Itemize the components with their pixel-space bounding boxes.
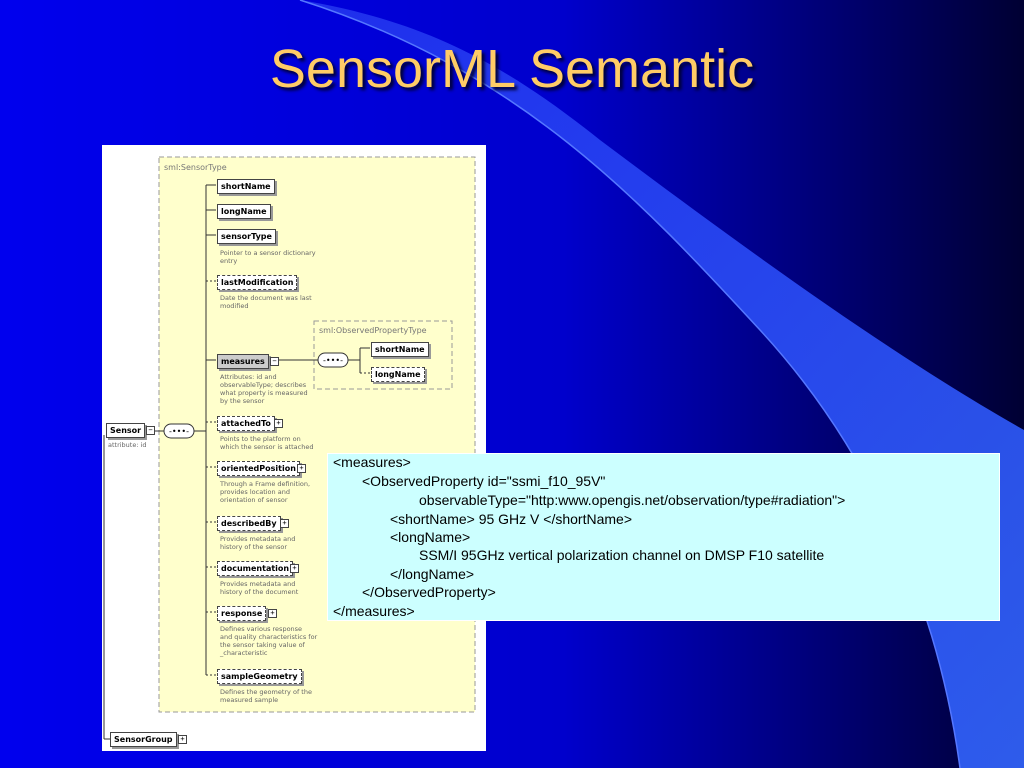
element-desc: Defines the geometry of the measured sam… (220, 688, 312, 704)
desc-line: Attributes: id and (220, 373, 277, 381)
xml-snippet-box: <measures> <ObservedProperty id="ssmi_f1… (327, 453, 1000, 621)
element-orientedposition[interactable]: orientedPosition (217, 461, 300, 476)
xml-line: </ObservedProperty> (362, 584, 496, 600)
element-desc: Date the document was last modified (220, 294, 312, 310)
desc-line: Points to the platform on (220, 435, 301, 443)
element-desc: Defines various response and quality cha… (220, 625, 317, 657)
desc-line: Provides metadata and (220, 580, 296, 588)
desc-line: Pointer to a sensor dictionary (220, 249, 316, 257)
desc-line: which the sensor is attached (220, 443, 314, 451)
element-response[interactable]: response (217, 606, 267, 621)
desc-line: Date the document was last (220, 294, 312, 302)
desc-line: Defines various response (220, 625, 303, 633)
desc-line: Provides metadata and (220, 535, 296, 543)
sensor-group-element[interactable]: SensorGroup (110, 732, 177, 747)
desc-line: orientation of sensor (220, 496, 288, 504)
expand-icon[interactable]: + (268, 609, 277, 618)
desc-line: modified (220, 302, 249, 310)
element-longname[interactable]: longName (217, 204, 271, 219)
observed-longname[interactable]: longName (371, 367, 425, 382)
element-shortname[interactable]: shortName (217, 179, 275, 194)
element-measures[interactable]: measures (217, 354, 269, 369)
sensor-type-label: sml:SensorType (164, 163, 227, 172)
collapse-icon[interactable]: − (270, 357, 279, 366)
desc-line: Defines the geometry of the (220, 688, 312, 696)
element-desc: Through a Frame definition, provides loc… (220, 480, 310, 504)
expand-icon[interactable]: + (297, 464, 306, 473)
desc-line: entry (220, 257, 238, 265)
element-desc: Provides metadata and history of the sen… (220, 535, 295, 551)
desc-line: the sensor taking value of (220, 641, 305, 649)
expand-icon[interactable]: + (290, 564, 299, 573)
element-desc: Points to the platform on which the sens… (220, 435, 313, 451)
element-sensortype[interactable]: sensorType (217, 229, 276, 244)
xml-line: </measures> (333, 603, 415, 619)
expand-icon[interactable]: + (178, 735, 187, 744)
desc-line: history of the sensor (220, 543, 288, 551)
element-samplegeometry[interactable]: sampleGeometry (217, 669, 302, 684)
xml-line: <longName> (390, 529, 471, 545)
element-desc: Attributes: id and observableType; descr… (220, 373, 308, 405)
expand-icon[interactable]: + (274, 419, 283, 428)
desc-line: by the sensor (220, 397, 265, 405)
xml-line: observableType="http:www.opengis.net/obs… (419, 492, 846, 508)
desc-line: history of the document (220, 588, 299, 596)
desc-line: observableType; describes (220, 381, 307, 389)
xml-line: <measures> (333, 454, 411, 470)
sensor-root-element[interactable]: Sensor (106, 423, 146, 438)
observed-type-label: sml:ObservedPropertyType (319, 326, 427, 335)
desc-line: Through a Frame definition, (220, 480, 311, 488)
svg-text:-•••-: -•••- (169, 427, 189, 436)
sensor-attribute-label: attribute: id (108, 441, 147, 449)
desc-line: provides location and (220, 488, 290, 496)
element-desc: Pointer to a sensor dictionary entry (220, 249, 316, 265)
desc-line: measured sample (220, 696, 279, 704)
expand-icon[interactable]: + (280, 519, 289, 528)
xml-line: <shortName> 95 GHz V </shortName> (390, 511, 632, 527)
xml-line: <ObservedProperty id="ssmi_f10_95V" (362, 473, 606, 489)
element-attachedto[interactable]: attachedTo (217, 416, 275, 431)
desc-line: _characteristic (220, 649, 268, 657)
schema-diagram: -•••- -•••- sml:SensorType Sensor − attr… (102, 145, 486, 751)
desc-line: what property is measured (220, 389, 308, 397)
element-desc: Provides metadata and history of the doc… (220, 580, 298, 596)
svg-text:-•••-: -•••- (323, 356, 343, 365)
element-lastmodification[interactable]: lastModification (217, 275, 298, 290)
xml-line: </longName> (390, 566, 475, 582)
element-documentation[interactable]: documentation (217, 561, 294, 576)
desc-line: and quality characteristics for (220, 633, 318, 641)
observed-shortname[interactable]: shortName (371, 342, 429, 357)
slide-title: SensorML Semantic (269, 39, 755, 99)
collapse-icon[interactable]: − (146, 426, 155, 435)
element-describedby[interactable]: describedBy (217, 516, 281, 531)
xml-line: SSM/I 95GHz vertical polarization channe… (419, 547, 825, 563)
